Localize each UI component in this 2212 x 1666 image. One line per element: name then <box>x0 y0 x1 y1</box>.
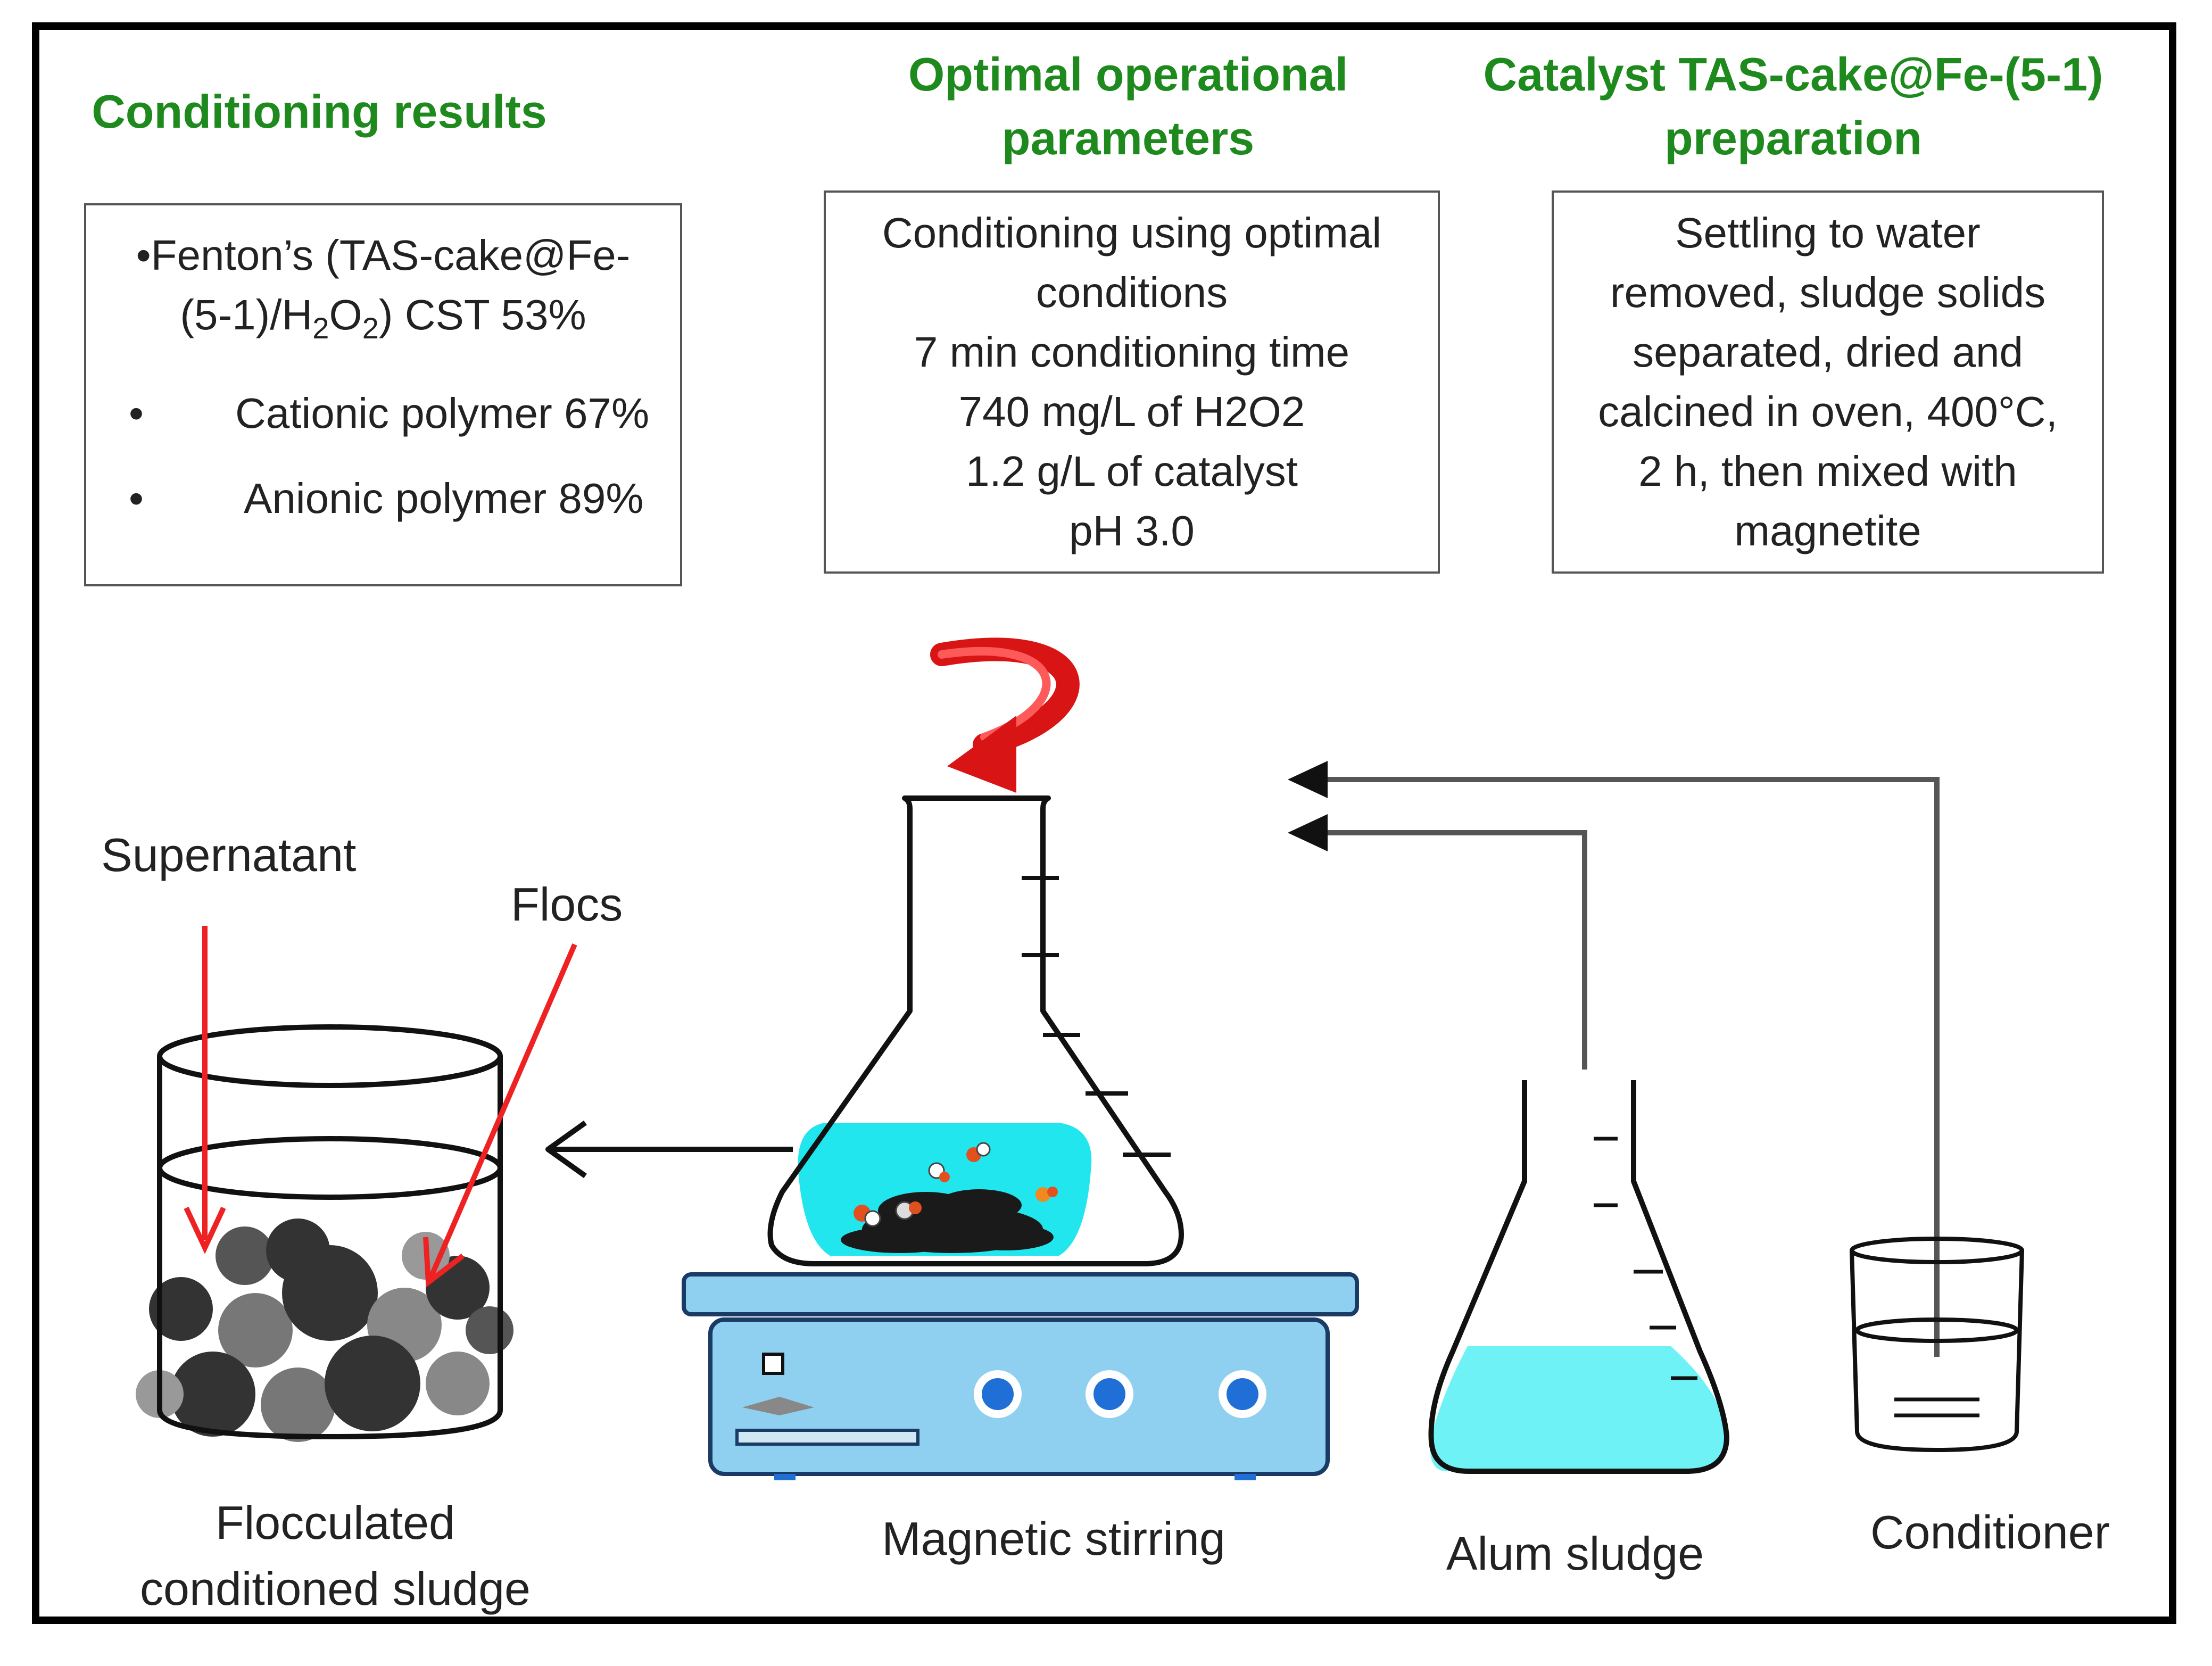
fenton-line2-post: ) CST 53% <box>378 291 586 338</box>
fenton-line1: •Fenton’s (TAS-cake@Fe- <box>136 231 631 279</box>
optimal-parameters-heading-line2: parameters <box>1001 112 1255 164</box>
bullet-icon: • <box>129 475 144 522</box>
transfer-arrow <box>545 1120 793 1179</box>
cationic-polymer-item: • Cationic polymer 67% <box>86 384 680 443</box>
optimal-line-6: pH 3.0 <box>1069 507 1195 554</box>
catalyst-line-3: separated, dried and <box>1633 328 2023 376</box>
optimal-parameters-box: Conditioning using optimal conditions 7 … <box>824 190 1440 574</box>
conditioning-results-heading: Conditioning results <box>92 85 547 138</box>
catalyst-preparation-heading-line1: Catalyst TAS-cake@Fe-(5-1) <box>1483 48 2103 101</box>
catalyst-line-5: 2 h, then mixed with <box>1638 447 2017 495</box>
stirrer-knobs <box>974 1370 1266 1418</box>
conditioner-label: Conditioner <box>1870 1506 2110 1559</box>
conditioner-feed-arrowhead <box>1288 761 1328 798</box>
feed-lines <box>1320 777 1940 1357</box>
diagram-frame <box>32 22 2176 1624</box>
erlenmeyer-flask <box>767 795 1184 1266</box>
floc-particles <box>136 1219 513 1442</box>
optimal-line-4: 740 mg/L of H2O2 <box>958 388 1305 435</box>
conditioner-feed-line <box>1320 777 1940 1357</box>
catalyst-line-2: removed, sludge solids <box>1610 269 2046 316</box>
fenton-line2-mid: O <box>329 291 362 338</box>
magnetic-stirrer <box>682 1272 1359 1480</box>
catalyst-line-6: magnetite <box>1734 507 1921 554</box>
supernatant-label: Supernatant <box>101 828 357 881</box>
catalyst-line-1: Settling to water <box>1675 209 1981 256</box>
rotation-arrow-icon <box>930 637 1080 793</box>
supernatant-pointer-arrow <box>184 926 226 1254</box>
bullet-icon: • <box>129 389 144 437</box>
alum-sludge-feed-arrowhead <box>1288 814 1328 851</box>
conditioning-results-box: •Fenton’s (TAS-cake@Fe- (5-1)/H2O2) CST … <box>84 203 682 586</box>
flocculated-label-line2: conditioned sludge <box>140 1562 531 1615</box>
conditioner-beaker <box>1850 1237 2024 1453</box>
optimal-line-2: conditions <box>1035 269 1228 316</box>
magnetic-stirring-label: Magnetic stirring <box>882 1512 1225 1565</box>
catalyst-preparation-heading: Catalyst TAS-cake@Fe-(5-1) preparation <box>1458 43 2128 170</box>
catalyst-particles <box>841 1189 1054 1253</box>
flocculated-sludge-label: Flocculated conditioned sludge <box>96 1490 575 1622</box>
cationic-polymer-text: Cationic polymer 67% <box>235 389 650 437</box>
flocs-label: Flocs <box>511 878 623 931</box>
alum-sludge-label: Alum sludge <box>1446 1527 1704 1580</box>
flocculated-sludge-beaker <box>136 1024 513 1442</box>
optimal-parameters-heading: Optimal operational parameters <box>809 43 1447 170</box>
catalyst-preparation-heading-line2: preparation <box>1664 112 1923 164</box>
flocs-pointer-arrow <box>423 943 577 1288</box>
flask-graduations <box>1022 876 1171 1157</box>
fenton-line2-pre: (5-1)/H <box>180 291 313 338</box>
flocculated-label-line1: Flocculated <box>215 1496 455 1549</box>
catalyst-preparation-box: Settling to water removed, sludge solids… <box>1552 190 2104 574</box>
catalyst-line-4: calcined in oven, 400°C, <box>1598 388 2058 435</box>
optimal-line-3: 7 min conditioning time <box>914 328 1350 376</box>
optimal-line-1: Conditioning using optimal <box>882 209 1382 256</box>
alum-sludge-feed-line <box>1320 830 1587 1070</box>
fenton-line2: (5-1)/H2O2) CST 53% <box>86 285 680 358</box>
optimal-line-5: 1.2 g/L of catalyst <box>965 447 1298 495</box>
molecule-icons <box>854 1142 1058 1227</box>
alum-sludge-flask <box>1428 1080 1729 1474</box>
fenton-subscript-1: 2 <box>312 311 329 345</box>
anionic-polymer-text: Anionic polymer 89% <box>244 475 644 522</box>
optimal-parameters-heading-line1: Optimal operational <box>908 48 1348 101</box>
fenton-subscript-2: 2 <box>362 311 379 345</box>
anionic-polymer-item: • Anionic polymer 89% <box>86 469 680 528</box>
